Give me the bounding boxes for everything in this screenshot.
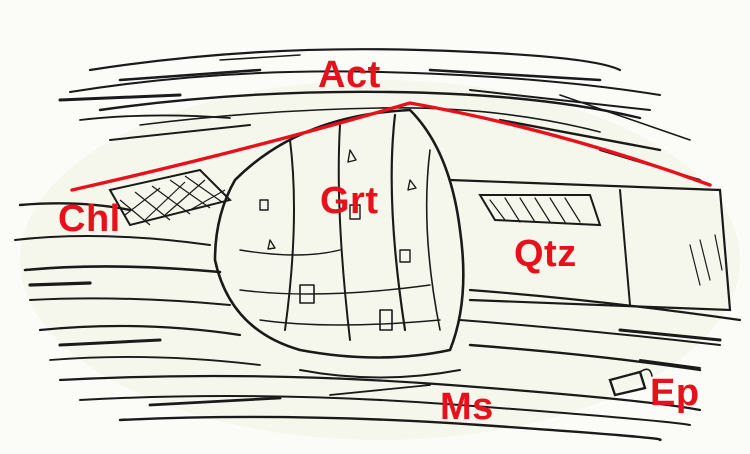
label-ms: Ms xyxy=(440,388,494,426)
label-qtz: Qtz xyxy=(514,235,577,273)
paper-tint xyxy=(20,80,740,440)
label-ep: Ep xyxy=(650,374,700,412)
label-grt: Grt xyxy=(320,182,379,220)
label-act: Act xyxy=(318,56,381,94)
label-chl: Chl xyxy=(58,200,121,238)
